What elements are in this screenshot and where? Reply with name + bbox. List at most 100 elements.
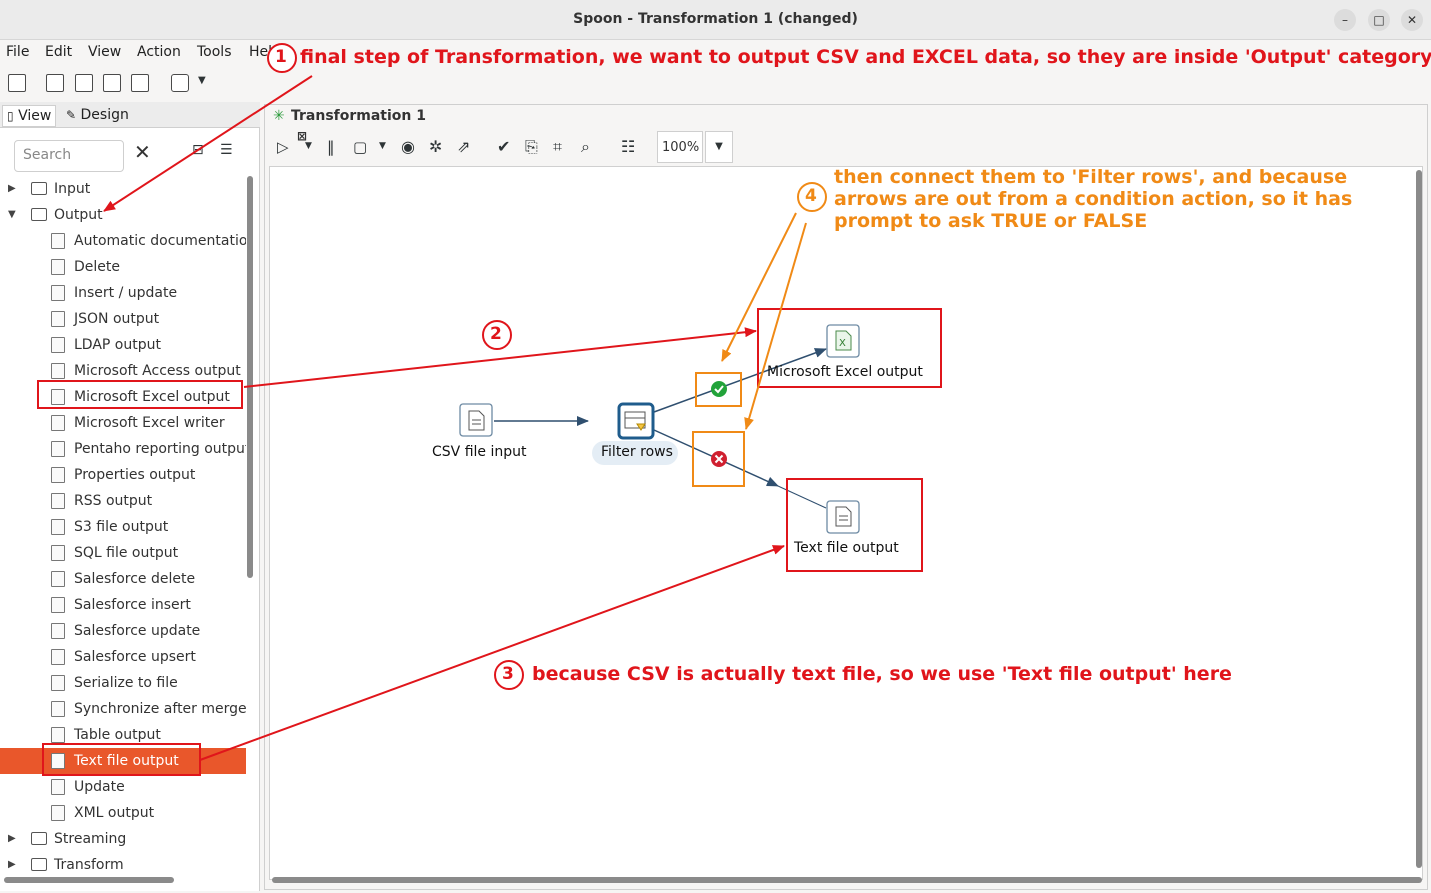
- stop-dropdown-icon[interactable]: ▼: [379, 141, 386, 151]
- collapsed-caret-icon[interactable]: ▶: [8, 833, 16, 844]
- tree-item[interactable]: RSS output: [0, 488, 246, 514]
- tree-item[interactable]: Automatic documentatio: [0, 228, 246, 254]
- annotation-1-text: final step of Transformation, we want to…: [300, 46, 1431, 68]
- tree-folder-label: Output: [54, 207, 103, 223]
- tree-item[interactable]: S3 file output: [0, 514, 246, 540]
- sql-icon[interactable]: ⌗: [553, 137, 563, 156]
- collapsed-caret-icon[interactable]: ▶: [8, 859, 16, 870]
- debug-icon[interactable]: ✲: [429, 137, 443, 156]
- annotation-4-line3: prompt to ask TRUE or FALSE: [834, 210, 1148, 232]
- run-dropdown-icon[interactable]: ▼: [305, 141, 312, 151]
- step-type-icon: [51, 415, 65, 431]
- collapsed-caret-icon[interactable]: ▶: [8, 183, 16, 194]
- preview-icon[interactable]: ◉: [401, 137, 415, 156]
- show-results-icon[interactable]: ☷: [621, 137, 636, 156]
- run-icon[interactable]: ▷: [277, 138, 289, 156]
- layers-dropdown-icon[interactable]: ▼: [198, 75, 206, 86]
- tree-folder-output[interactable]: ▼ Output: [0, 202, 246, 228]
- tree-item[interactable]: LDAP output: [0, 332, 246, 358]
- tree-item[interactable]: Synchronize after merge: [0, 696, 246, 722]
- menu-file[interactable]: File: [6, 44, 30, 60]
- maximize-icon[interactable]: □: [1368, 9, 1390, 31]
- stop-icon[interactable]: ▢: [353, 138, 368, 156]
- transformation-toolbar: ▷ ▼ ‖ ▢ ▼ ◉ ✲ ⇗ ✔ ⎘ ⌗ ⌕ ☷: [265, 129, 1427, 167]
- annotation-1-number: 1: [275, 47, 287, 67]
- tree-item[interactable]: Salesforce upsert: [0, 644, 246, 670]
- transformation-canvas[interactable]: [269, 166, 1423, 880]
- zoom-input[interactable]: 100%: [657, 131, 703, 163]
- tree-item[interactable]: JSON output: [0, 306, 246, 332]
- transformation-icon: ✳: [273, 108, 285, 124]
- tree-item[interactable]: Salesforce insert: [0, 592, 246, 618]
- tree-item[interactable]: Salesforce delete: [0, 566, 246, 592]
- impact-icon[interactable]: ⎘: [525, 137, 538, 156]
- open-file-icon[interactable]: [46, 74, 64, 92]
- tab-transformation[interactable]: ✳ Transformation 1 ⊠: [273, 108, 427, 143]
- tree-item[interactable]: XML output: [0, 800, 246, 826]
- folder-icon: [31, 832, 47, 845]
- tree-folder-label: Streaming: [54, 831, 127, 847]
- minimize-icon[interactable]: –: [1334, 9, 1356, 31]
- tree-item-label: LDAP output: [74, 337, 161, 353]
- tree-folder-transform[interactable]: ▶ Transform: [0, 852, 246, 874]
- expand-all-icon[interactable]: ☰: [220, 142, 233, 158]
- replay-icon[interactable]: ⇗: [457, 137, 471, 156]
- close-icon[interactable]: ✕: [1401, 9, 1423, 31]
- step-type-icon: [51, 779, 65, 795]
- tree-item[interactable]: Serialize to file: [0, 670, 246, 696]
- left-vertical-scrollbar[interactable]: [247, 176, 253, 578]
- tree-item[interactable]: Microsoft Excel writer: [0, 410, 246, 436]
- step-type-icon: [51, 805, 65, 821]
- folder-icon: [31, 208, 47, 221]
- menu-tools[interactable]: Tools: [197, 44, 232, 60]
- menu-edit[interactable]: Edit: [45, 44, 73, 60]
- tree-item-label: Table output: [74, 727, 161, 743]
- main-toolbar: ▼: [0, 66, 1431, 102]
- tree-item[interactable]: Properties output: [0, 462, 246, 488]
- pause-icon[interactable]: ‖: [327, 138, 335, 156]
- tree-item[interactable]: Microsoft Access output: [0, 358, 246, 384]
- tree-folder-label: Input: [54, 181, 91, 197]
- save-icon[interactable]: [103, 74, 121, 92]
- tree-item[interactable]: SQL file output: [0, 540, 246, 566]
- zoom-dropdown-icon[interactable]: ▼: [705, 131, 733, 163]
- tab-view[interactable]: ▯ View: [2, 105, 57, 127]
- step-type-icon: [51, 649, 65, 665]
- verify-icon[interactable]: ✔: [497, 137, 511, 156]
- tree-folder-label: Transform: [54, 857, 124, 873]
- tree-item-label: RSS output: [74, 493, 153, 509]
- step-type-icon: [51, 311, 65, 327]
- tree-item[interactable]: Salesforce update: [0, 618, 246, 644]
- tree-item[interactable]: Update: [0, 774, 246, 800]
- folder-icon: [31, 858, 47, 871]
- tree-item-label: Serialize to file: [74, 675, 178, 691]
- tree-folder-input[interactable]: ▶ Input: [0, 176, 246, 202]
- canvas-horizontal-scrollbar[interactable]: [272, 877, 1422, 883]
- new-file-icon[interactable]: [8, 74, 26, 92]
- tree-item-label: Salesforce update: [74, 623, 201, 639]
- tab-design[interactable]: ✎ Design: [62, 105, 133, 127]
- tree-item-label: Salesforce upsert: [74, 649, 196, 665]
- left-horizontal-scrollbar[interactable]: [4, 877, 174, 883]
- menu-view[interactable]: View: [88, 44, 122, 60]
- clear-search-icon[interactable]: ✕: [134, 140, 151, 164]
- tree-folder-streaming[interactable]: ▶ Streaming: [0, 826, 246, 852]
- expanded-caret-icon[interactable]: ▼: [8, 209, 16, 220]
- search-input[interactable]: Search: [14, 140, 124, 172]
- explore-repository-icon[interactable]: [75, 74, 93, 92]
- layers-icon[interactable]: [171, 74, 189, 92]
- title-bar: Spoon - Transformation 1 (changed) – □ ✕: [0, 0, 1431, 40]
- tree-item[interactable]: Delete: [0, 254, 246, 280]
- collapse-all-icon[interactable]: ⊟: [192, 142, 204, 158]
- menu-action[interactable]: Action: [137, 44, 181, 60]
- explore-db-icon[interactable]: ⌕: [581, 137, 590, 156]
- tree-item[interactable]: Pentaho reporting output: [0, 436, 246, 462]
- tree-item[interactable]: Insert / update: [0, 280, 246, 306]
- tree-item[interactable]: Table output: [0, 722, 246, 748]
- save-as-icon[interactable]: [131, 74, 149, 92]
- tree-item[interactable]: Microsoft Excel output: [0, 384, 246, 410]
- canvas-vertical-scrollbar[interactable]: [1416, 170, 1422, 868]
- tree-item-label: Salesforce delete: [74, 571, 196, 587]
- tree-item-label: Microsoft Access output: [74, 363, 241, 379]
- tree-item[interactable]: Text file output: [0, 748, 246, 774]
